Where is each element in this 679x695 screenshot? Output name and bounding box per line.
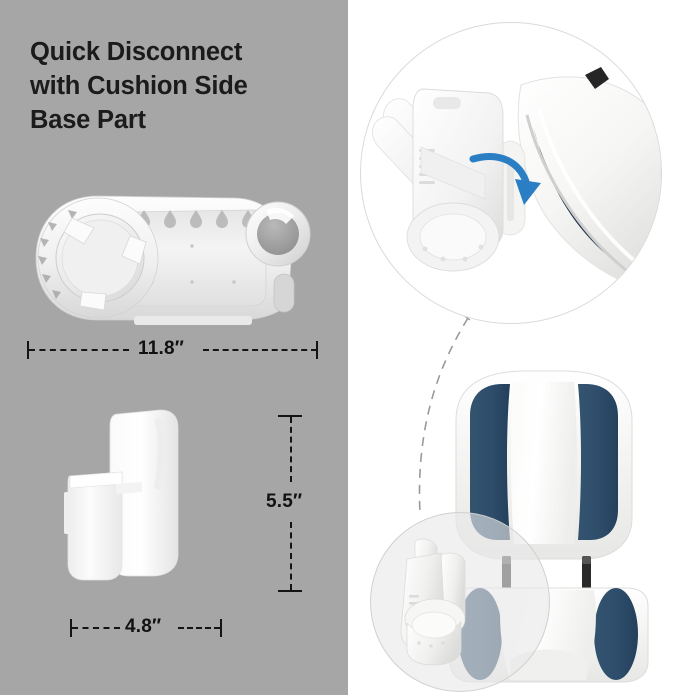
cup-holder-teeth — [38, 210, 77, 299]
dimension-label-5-5: 5.5″ — [266, 491, 303, 512]
title-line-2: with Cushion Side — [30, 71, 248, 100]
title-line-1: Quick Disconnect — [30, 38, 243, 66]
base-part-top-view-illustration — [26, 188, 322, 328]
attach-direction-arrow — [469, 153, 541, 205]
cushion-edge — [498, 67, 661, 294]
dim-cap-right-2 — [220, 619, 222, 637]
cup-grip-tabs — [63, 217, 147, 311]
dim-cap-left — [27, 341, 29, 359]
dim-cap-right — [316, 341, 318, 359]
page-title: Quick Disconnect with Cushion Side Base … — [30, 36, 330, 138]
dim-cap-bottom — [278, 590, 302, 592]
title-line-3: Base Part — [30, 105, 146, 134]
dim-dash-left — [29, 349, 129, 351]
dim-cap-top — [278, 415, 302, 417]
seat-backrest — [455, 370, 633, 560]
dimension-label-11-8: 11.8″ — [138, 338, 185, 359]
dim-cap-left-2 — [70, 619, 72, 637]
base-part-bracket — [372, 88, 504, 272]
dim-dash-lower — [290, 522, 292, 590]
right-photo-panel — [348, 0, 679, 695]
dim-dash-left-2 — [72, 627, 120, 629]
dim-dash-right-2 — [178, 627, 220, 629]
left-spec-panel: Quick Disconnect with Cushion Side Base … — [0, 0, 348, 695]
dim-dash-upper — [290, 417, 292, 482]
dim-dash-right — [203, 349, 317, 351]
base-part-side-view-illustration — [60, 404, 220, 604]
mounted-base-part-callout — [370, 512, 550, 692]
dimension-label-4-8: 4.8″ — [125, 616, 162, 637]
quick-disconnect-callout — [360, 22, 662, 324]
